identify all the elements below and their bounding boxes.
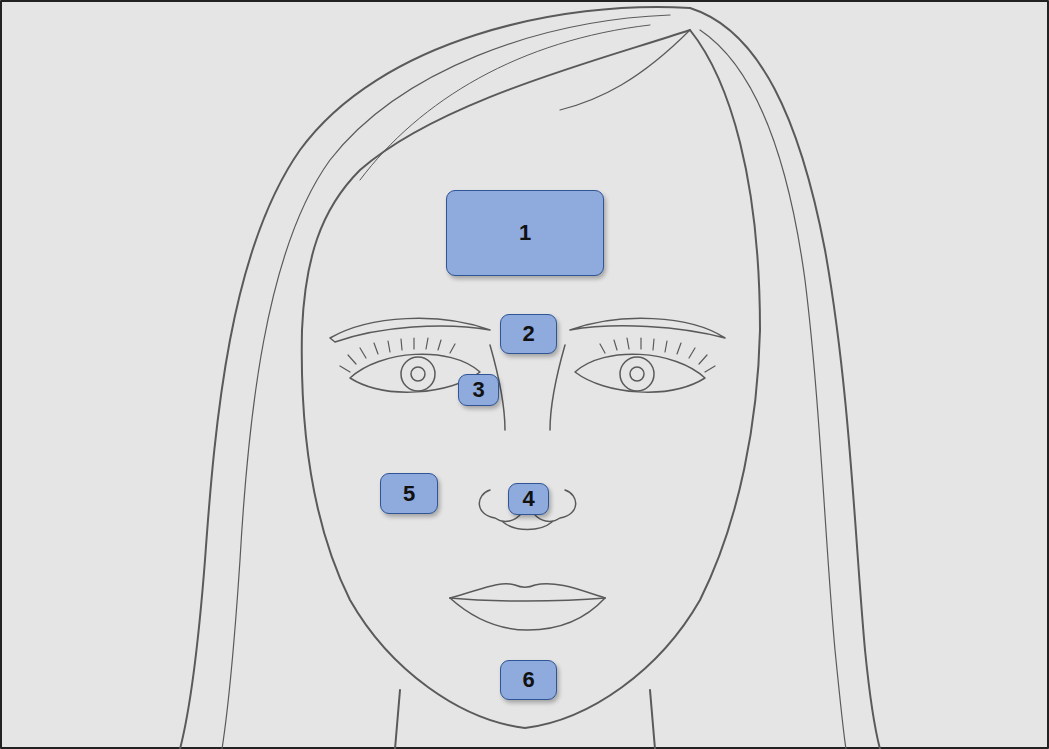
callout-number: 6 <box>522 669 534 691</box>
callout-number: 3 <box>472 379 484 401</box>
callout-number: 1 <box>519 222 531 244</box>
callout-number: 4 <box>522 488 534 510</box>
callout-number: 2 <box>522 323 534 345</box>
callout-box: 5 <box>380 473 438 514</box>
callout-box: 2 <box>500 314 557 354</box>
callout-box: 3 <box>458 374 499 406</box>
callout-number: 5 <box>403 483 415 505</box>
callout-box: 1 <box>446 190 604 276</box>
callout-box: 6 <box>500 660 557 700</box>
callout-box: 4 <box>508 483 549 515</box>
